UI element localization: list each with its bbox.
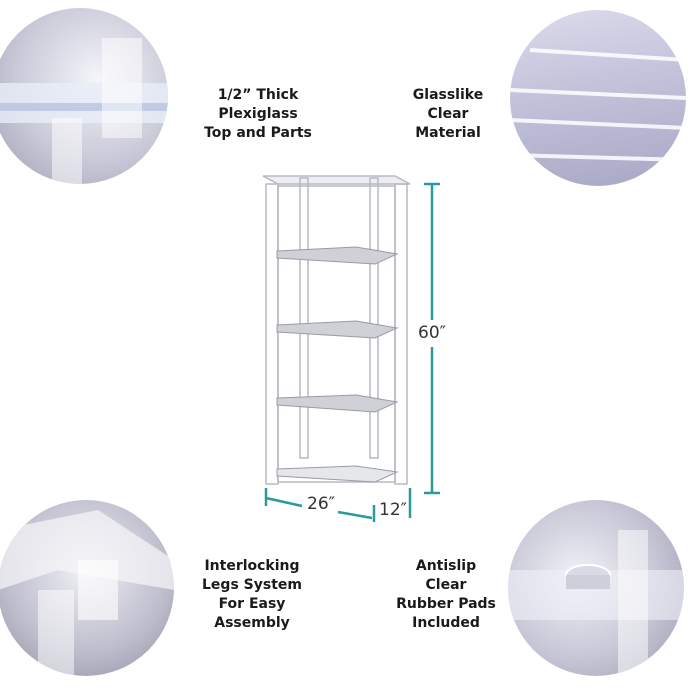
label-line: Glasslike xyxy=(412,87,484,103)
label-line: Clear xyxy=(425,577,467,593)
feature-label-pads: Antislip Clear Rubber Pads Included xyxy=(386,557,506,633)
width-dimension: 26″ xyxy=(307,494,335,514)
label-line: Top and Parts xyxy=(204,125,312,141)
clear-material-closeup xyxy=(510,10,686,186)
feature-label-thickness: 1/2” Thick Plexiglass Top and Parts xyxy=(198,86,318,143)
height-dimension: 60″ xyxy=(418,323,446,343)
label-line: Legs System xyxy=(202,577,302,593)
label-line: Material xyxy=(415,125,481,141)
thick-plexiglass-closeup xyxy=(0,8,168,184)
label-line: 1/2” Thick xyxy=(217,87,299,103)
feature-label-legs: Interlocking Legs System For Easy Assemb… xyxy=(192,557,312,633)
dimension-lines xyxy=(264,182,440,522)
interlocking-legs-closeup xyxy=(0,500,174,676)
depth-dimension: 12″ xyxy=(379,500,407,520)
rubber-pads-closeup xyxy=(508,500,684,676)
label-line: Antislip xyxy=(415,558,477,574)
label-line: Rubber Pads xyxy=(396,596,496,612)
label-line: Assembly xyxy=(214,615,290,631)
label-line: Interlocking xyxy=(204,558,300,574)
feature-label-material: Glasslike Clear Material xyxy=(388,86,508,143)
label-line: Plexiglass xyxy=(218,106,298,122)
label-line: For Easy xyxy=(218,596,286,612)
label-line: Included xyxy=(412,615,480,631)
label-line: Clear xyxy=(427,106,469,122)
